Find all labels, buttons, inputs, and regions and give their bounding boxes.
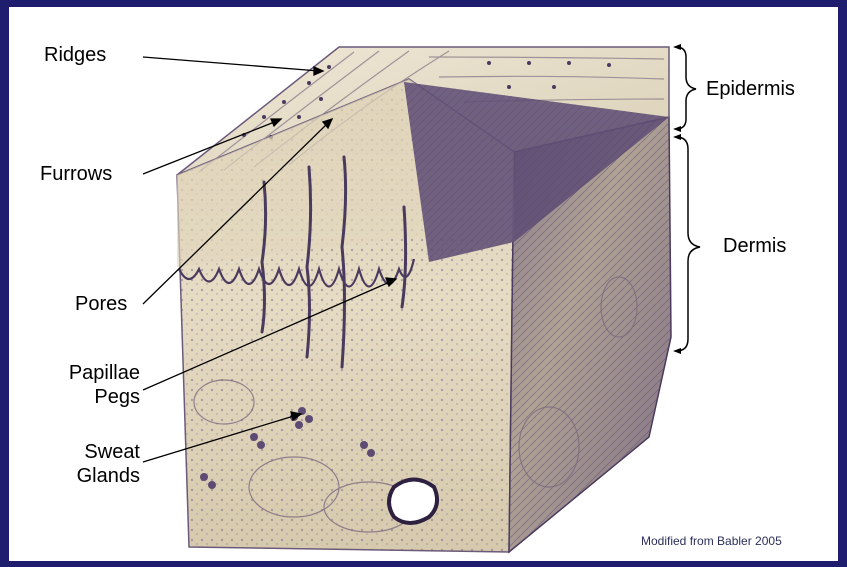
dermis-brace <box>676 137 700 351</box>
vessel-opening <box>389 480 437 524</box>
pores-label: Pores <box>75 292 127 316</box>
ridges-leader <box>143 57 319 71</box>
sweat-glands-label: Sweat Glands <box>42 440 140 488</box>
sweat-glands-label-line1: Sweat <box>42 440 140 464</box>
epidermis-label: Epidermis <box>706 77 795 101</box>
sweat-glands-label-line2: Glands <box>42 464 140 488</box>
furrows-label: Furrows <box>40 162 112 186</box>
dermis-label: Dermis <box>723 234 786 258</box>
source-credit: Modified from Babler 2005 <box>641 534 782 548</box>
papillae-label: Papillae Pegs <box>42 361 140 409</box>
papillae-label-line1: Papillae <box>42 361 140 385</box>
papillae-label-line2: Pegs <box>42 385 140 409</box>
ridges-label: Ridges <box>44 43 106 67</box>
slide-canvas: Ridges Furrows Pores Papillae Pegs Sweat… <box>9 7 838 561</box>
epidermis-brace <box>676 47 696 129</box>
